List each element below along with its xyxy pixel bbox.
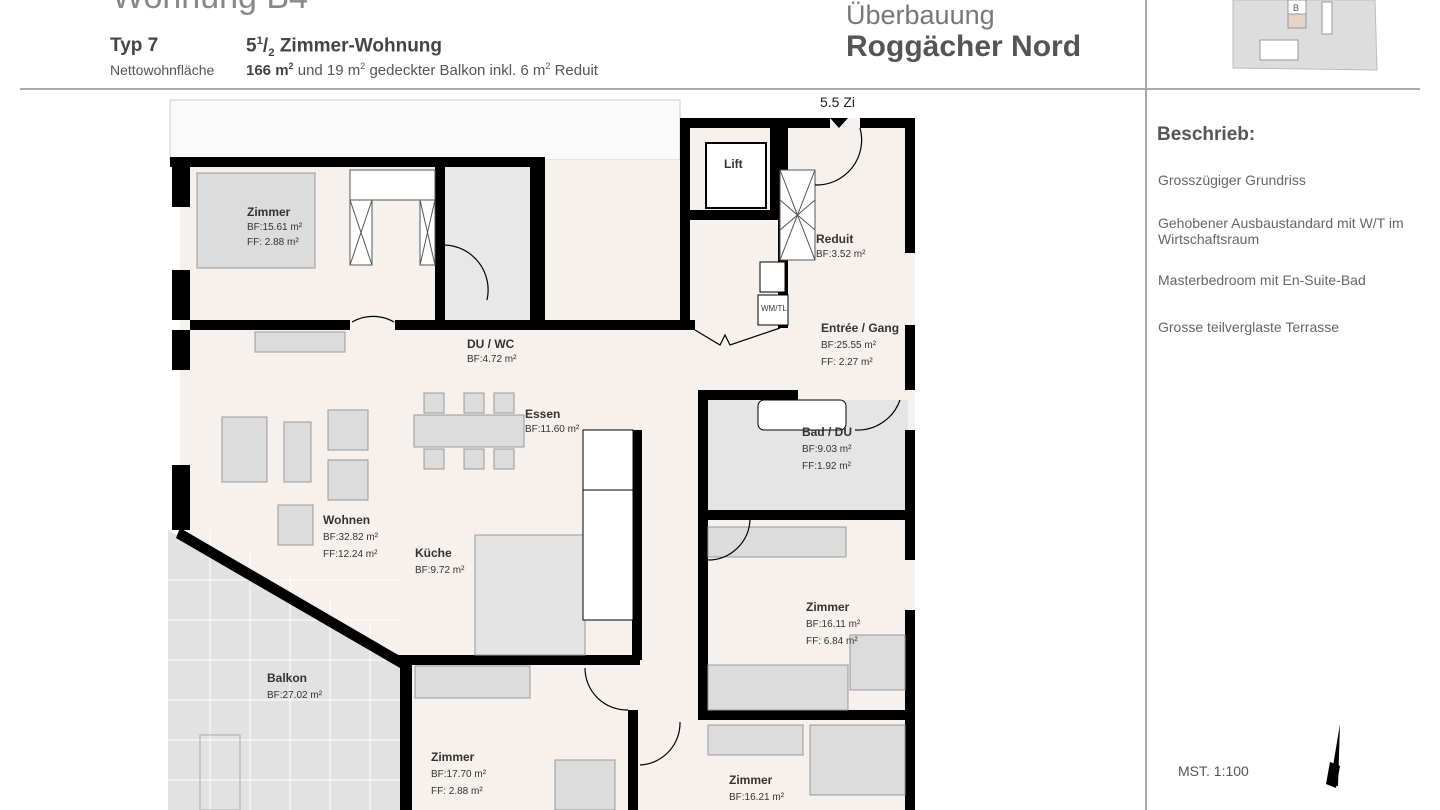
balcony [168,530,400,810]
area-summary: 166 m2 und 19 m2 gedeckter Balkon inkl. … [246,61,598,79]
unit-type: Typ 7 [110,35,159,56]
net-area-label: Nettowohnfläche [110,62,215,78]
north-arrow-icon [1326,724,1340,788]
entrance-label: 5.5 Zi [820,94,856,110]
description-heading: Beschrieb: [1157,124,1256,145]
room-count: 51/2 Zimmer-Wohnung [246,35,443,60]
scale-label: MST. 1:100 [1178,763,1249,779]
wmtl-label: WM/TL [761,304,787,313]
key-plan: B [1232,0,1378,71]
sidebar-divider [1145,0,1147,810]
floor-plan [168,99,915,810]
description-item: Grosszügiger Grundriss [1158,172,1306,188]
entrance-marker-icon [830,118,848,128]
built-in-cabinets [349,169,816,266]
description-item: Grosse teilverglaste Terrasse [1158,319,1340,335]
keyplan-label: B [1293,3,1299,13]
header-divider [20,88,1420,90]
lift-label: Lift [724,157,743,171]
project-name: Roggächer Nord [846,30,1082,63]
description-item: Gehobener Ausbaustandard mit W/T im Wirt… [1158,215,1404,247]
walls [170,118,915,810]
doors [351,127,901,766]
project-line-1: Überbauung [846,0,995,30]
furniture [196,142,906,810]
unit-title: Wohnung B4 [112,0,308,17]
description-item: Masterbedroom mit En-Suite-Bad [1158,272,1366,288]
